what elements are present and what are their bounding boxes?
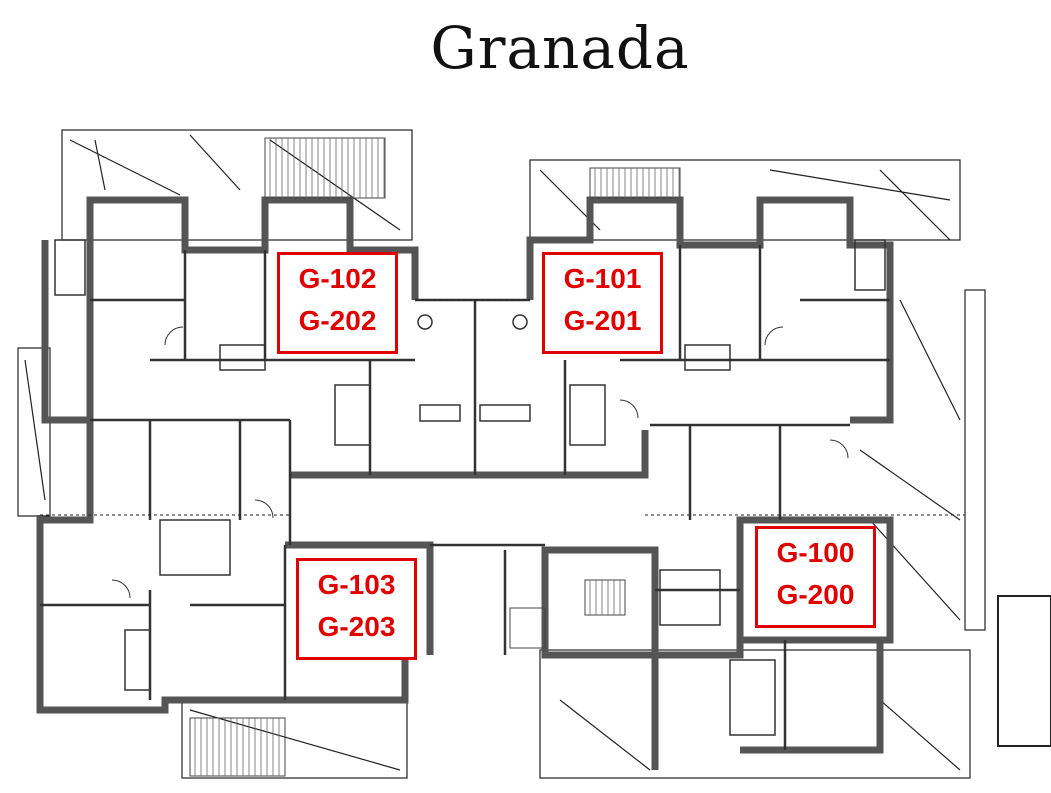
balcony-south-left [181, 699, 408, 779]
wall-south-middle [651, 640, 744, 770]
wall-south-west [36, 515, 409, 714]
wall-stair [541, 546, 659, 659]
unit-number-bottom: G-200 [776, 579, 855, 610]
balcony-west [17, 347, 51, 517]
adjacent-building [997, 595, 1051, 747]
unit-number-top: G-100 [776, 537, 855, 568]
unit-label-103: G-103 G-203 [296, 558, 417, 660]
unit-number-top: G-103 [317, 569, 396, 600]
balcony-south-right [539, 649, 971, 779]
unit-number-bottom: G-202 [298, 305, 377, 336]
unit-number-bottom: G-203 [317, 611, 396, 642]
unit-number-bottom: G-201 [563, 305, 642, 336]
unit-label-102: G-102 G-202 [277, 252, 398, 354]
balcony-north-left [61, 129, 413, 241]
wall-corridor [290, 430, 649, 479]
wall-unit-100 [736, 516, 894, 644]
unit-number-top: G-101 [563, 263, 642, 294]
unit-label-101: G-101 G-201 [542, 252, 663, 354]
balcony-north-right [529, 159, 961, 241]
wall-north-west [41, 196, 419, 424]
unit-label-100: G-100 G-200 [755, 526, 876, 628]
page-title: Granada [430, 14, 690, 82]
wall-west-middle [40, 420, 94, 524]
wall-south-east [740, 640, 884, 754]
unit-number-top: G-102 [298, 263, 377, 294]
balcony-east [964, 289, 986, 631]
